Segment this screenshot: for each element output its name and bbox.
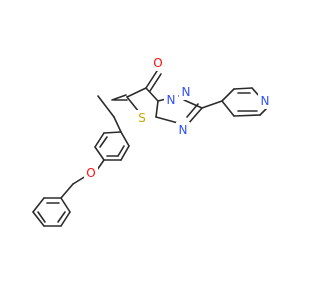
bond-lines	[32, 70, 271, 227]
atom-S1: S	[135, 110, 149, 126]
atom-N2: N	[179, 84, 193, 100]
svg-text:S: S	[138, 111, 146, 125]
svg-text:N: N	[179, 123, 188, 137]
atom-O2: O	[84, 165, 98, 181]
atom-labels: O N N N S N O	[84, 55, 272, 181]
atom-N1: N	[164, 92, 178, 108]
svg-text:N: N	[261, 94, 270, 108]
atom-O1: O	[150, 55, 166, 71]
svg-text:N: N	[182, 85, 191, 99]
atom-N3: N	[176, 122, 190, 138]
svg-text:N: N	[167, 93, 176, 107]
chemical-structure-drawing: O N N N S N O	[32, 55, 272, 227]
atom-N4: N	[258, 93, 272, 109]
svg-text:O: O	[153, 56, 162, 70]
svg-text:O: O	[86, 166, 95, 180]
